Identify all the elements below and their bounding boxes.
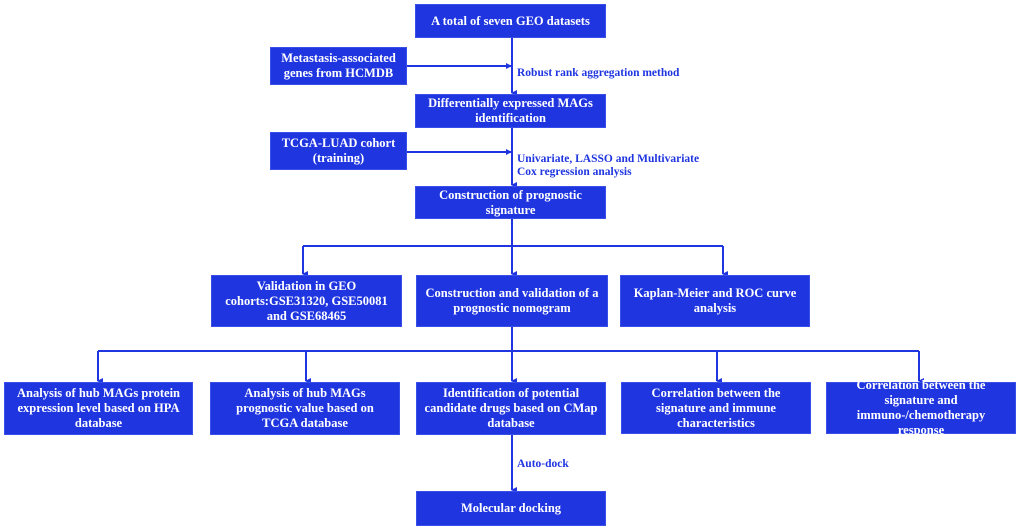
node-label: Analysis of hub MAGs protein expression … <box>17 386 180 430</box>
edge-label-cox-1: Univariate, LASSO and Multivariate <box>517 153 700 165</box>
node-immuno-chemo: Correlation between the signature and im… <box>826 378 1016 437</box>
edge-label-autodock: Auto-dock <box>517 458 569 470</box>
node-cmap: Identification of potential candidate dr… <box>416 382 606 435</box>
node-label: Metastasis-associated genes from HCMDB <box>281 51 396 80</box>
node-geo-validation: Validation in GEO cohorts:GSE31320, GSE5… <box>211 275 402 327</box>
node-hpa: Analysis of hub MAGs protein expression … <box>4 382 193 435</box>
node-immune: Correlation between the signature and im… <box>621 382 811 434</box>
node-label: TCGA-LUAD cohort (training) <box>281 136 396 165</box>
node-label: Differentially expressed MAGs identifica… <box>428 96 593 125</box>
node-label: A total of seven GEO datasets <box>431 13 590 28</box>
node-label: Molecular docking <box>460 501 562 515</box>
node-label: Analysis of hub MAGs prognostic value ba… <box>236 386 374 430</box>
node-km-roc: Kaplan-Meier and ROC curve analysis <box>620 275 810 327</box>
node-docking: Molecular docking <box>416 491 606 526</box>
node-nomogram: Construction and validation of a prognos… <box>416 275 608 327</box>
node-label: Construction of prognostic signature <box>439 187 582 217</box>
edge-label-cox-2: Cox regression analysis <box>517 166 632 178</box>
node-deg-mags: Differentially expressed MAGs identifica… <box>415 94 606 128</box>
node-label: Validation in GEO cohorts:GSE31320, GSE5… <box>225 278 388 323</box>
node-signature: Construction of prognostic signature <box>415 186 606 219</box>
node-geo-datasets: A total of seven GEO datasets <box>415 4 606 38</box>
node-label: Correlation between the signature and im… <box>856 378 986 437</box>
node-tcga-prognostic: Analysis of hub MAGs prognostic value ba… <box>210 382 400 435</box>
node-label: Construction and validation of a prognos… <box>425 286 599 315</box>
node-label: Kaplan-Meier and ROC curve analysis <box>633 286 797 315</box>
node-tcga-training: TCGA-LUAD cohort (training) <box>270 132 407 170</box>
node-hcmdb: Metastasis-associated genes from HCMDB <box>270 47 407 85</box>
node-label: Identification of potential candidate dr… <box>424 386 598 430</box>
node-label: Correlation between the signature and im… <box>651 385 781 430</box>
edge-label-rra: Robust rank aggregation method <box>517 67 680 79</box>
